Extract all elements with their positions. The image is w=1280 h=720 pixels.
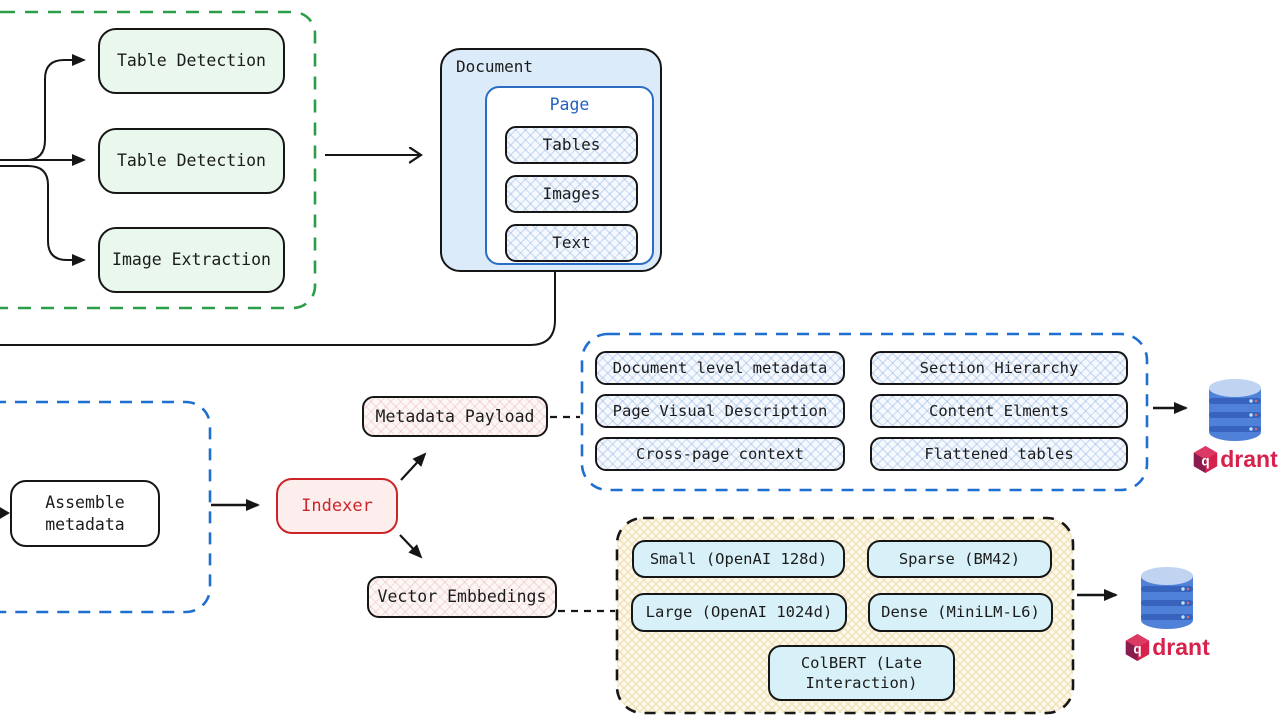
node-image-extraction: Image Extraction [98,227,285,293]
qdrant-wordmark: drant [1152,634,1210,660]
field-cross-page-context: Cross-page context [595,437,845,471]
model-colbert-late-interaction: ColBERT (Late Interaction) [768,645,955,701]
qdrant-logo-icon: q [1126,634,1150,661]
database-icon [1209,379,1261,441]
svg-text:q: q [1134,641,1142,656]
qdrant-logo-icon: q [1194,446,1218,473]
page-container: Page Tables Images Text [485,86,654,265]
field-page-visual-description: Page Visual Description [595,394,845,428]
model-dense-minilm-l6: Dense (MiniLM-L6) [868,593,1053,632]
node-tables: Tables [505,126,638,164]
svg-text:q: q [1202,453,1210,468]
field-content-elements: Content Elments [870,394,1128,428]
database-icon [1141,567,1193,629]
node-metadata-payload: Metadata Payload [362,396,548,437]
field-document-level-metadata: Document level metadata [595,351,845,385]
document-label: Document [456,57,534,76]
field-section-hierarchy: Section Hierarchy [870,351,1128,385]
node-images: Images [505,175,638,213]
model-large-openai-1024d: Large (OpenAI 1024d) [631,593,847,632]
node-table-detection-2: Table Detection [98,128,285,194]
node-text: Text [505,224,638,262]
model-small-openai-128d: Small (OpenAI 128d) [632,540,845,578]
node-table-detection-1: Table Detection [98,28,285,94]
field-flattened-tables: Flattened tables [870,437,1128,471]
node-vector-embeddings: Vector Embbedings [367,576,557,618]
document-container: Document Page Tables Images Text [440,48,662,272]
qdrant-vector-store: q drant [1122,566,1212,662]
node-indexer: Indexer [276,478,398,534]
qdrant-metadata-store: q drant [1190,378,1280,474]
qdrant-wordmark: drant [1220,446,1278,472]
page-label: Page [549,95,590,114]
node-assemble-metadata: Assemble metadata [10,480,160,547]
model-sparse-bm42: Sparse (BM42) [867,540,1052,578]
